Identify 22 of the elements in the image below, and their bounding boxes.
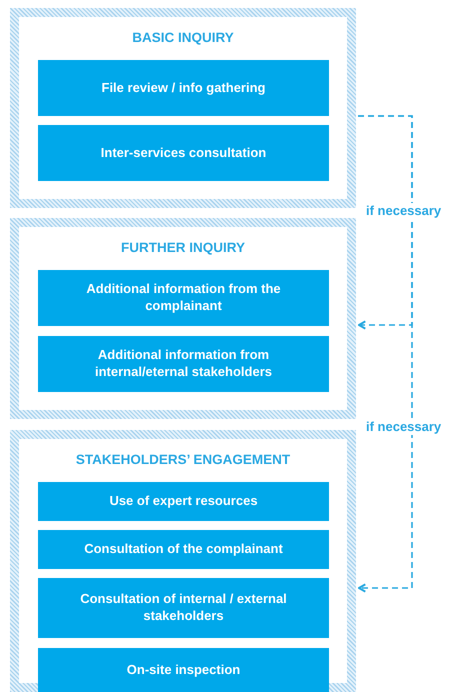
step-box <box>38 648 329 692</box>
step-box <box>38 270 329 326</box>
step-box <box>38 60 329 116</box>
step-label: On-site inspection <box>126 662 240 678</box>
step-box <box>38 482 329 521</box>
step-label: Consultation of the complainant <box>84 541 283 558</box>
stage-heading: STAKEHOLDERS’ ENGAGEMENT <box>76 452 290 467</box>
step-label: Use of expert resources <box>109 493 258 510</box>
dashed-arrow <box>358 115 413 593</box>
step-box <box>38 336 329 392</box>
stage-heading: FURTHER INQUIRY <box>121 240 245 255</box>
step-label: Consultation of internal / external stakeholders <box>79 591 288 625</box>
edge-label: if necessary <box>365 203 442 219</box>
step-box <box>38 530 329 569</box>
step-box <box>38 578 329 638</box>
step-label: Additional information from the complainant <box>85 281 282 315</box>
edge-label: if necessary <box>365 419 442 435</box>
step-label: Inter-services consultation <box>100 144 266 162</box>
stage-heading: BASIC INQUIRY <box>132 30 234 45</box>
step-label: File review / info gathering <box>102 80 266 96</box>
step-label: Additional information from internal/eternal stakeholders <box>94 347 273 381</box>
step-box <box>38 125 329 181</box>
